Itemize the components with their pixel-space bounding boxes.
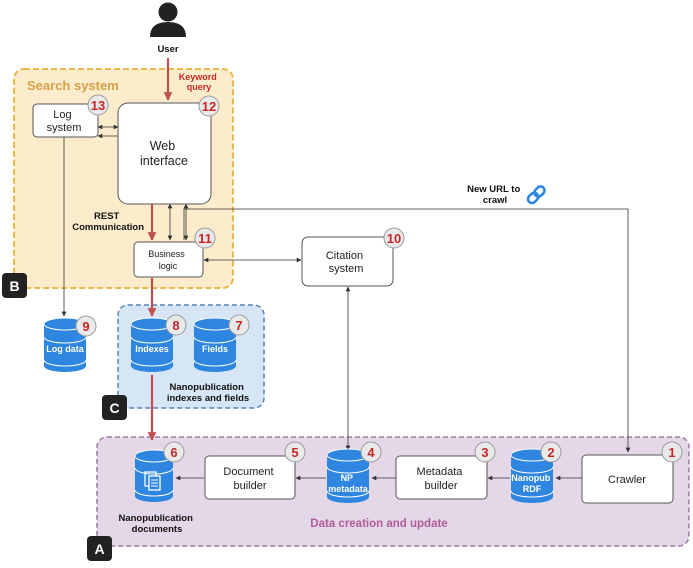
log-system-node: Log system [32, 103, 99, 138]
svg-text:Metadata builder: Metadata builder [417, 466, 466, 492]
crawler-node: Crawler [581, 454, 674, 504]
letter-tag-b: B [2, 273, 27, 298]
user-icon [150, 2, 186, 37]
badge-11: 11 [194, 227, 216, 249]
svg-text:Web interface: Web interface [140, 139, 188, 168]
np-indexes-caption: Nanopublication indexes and fields [167, 382, 249, 404]
web-interface-node: Web interface [117, 102, 212, 205]
badge-9: 9 [75, 315, 97, 337]
metadata-builder-node: Metadata builder [395, 455, 488, 500]
user-label: User [157, 44, 178, 55]
svg-text:Citation system: Citation system [326, 250, 366, 275]
letter-tag-c: C [102, 395, 127, 420]
badge-4: 4 [360, 441, 382, 463]
data-creation-title: Data creation and update [310, 518, 447, 530]
svg-text:1: 1 [668, 445, 675, 460]
svg-text:B: B [9, 278, 19, 294]
document-icon [144, 471, 161, 491]
link-chain-icon [526, 185, 546, 205]
badge-2: 2 [540, 441, 562, 463]
svg-text:Crawler: Crawler [608, 474, 646, 486]
svg-text:Business logic: Business logic [148, 248, 188, 271]
svg-text:7: 7 [235, 318, 242, 333]
svg-text:6: 6 [170, 445, 177, 460]
svg-text:4: 4 [367, 445, 375, 460]
badge-12: 12 [198, 95, 220, 117]
badge-1: 1 [661, 441, 683, 463]
svg-text:11: 11 [198, 231, 212, 246]
svg-text:Log data: Log data [46, 344, 84, 354]
search-system-title: Search system [27, 78, 119, 93]
svg-text:Fields: Fields [202, 344, 228, 354]
svg-text:9: 9 [82, 319, 89, 334]
svg-text:10: 10 [387, 231, 401, 246]
business-logic-node: Business logic [133, 241, 204, 278]
svg-text:12: 12 [202, 99, 216, 114]
citation-system-node: Citation system [301, 236, 394, 287]
svg-text:5: 5 [291, 445, 298, 460]
np-documents-database [134, 449, 174, 502]
svg-text:Indexes: Indexes [135, 344, 169, 354]
badge-7: 7 [228, 314, 250, 336]
svg-text:2: 2 [547, 445, 554, 460]
svg-text:Document builder: Document builder [223, 466, 276, 492]
svg-text:13: 13 [91, 98, 105, 113]
keyword-query-label: Keyword query [179, 72, 220, 92]
np-documents-caption: Nanopublication documents [118, 513, 195, 535]
badge-3: 3 [474, 441, 496, 463]
np-metadata-database: NP metadata [326, 448, 370, 503]
rest-communication-label: REST Communication [72, 211, 144, 233]
svg-text:C: C [109, 400, 119, 416]
indexes-database: Indexes [130, 317, 174, 372]
svg-text:NP metadata: NP metadata [328, 473, 369, 494]
new-url-label: New URL to crawl [467, 184, 523, 206]
badge-10: 10 [383, 227, 405, 249]
badge-13: 13 [87, 94, 109, 116]
letter-tag-a: A [87, 536, 112, 561]
badge-5: 5 [284, 441, 306, 463]
log-data-database: Log data [43, 317, 87, 372]
badge-8: 8 [165, 314, 187, 336]
svg-text:Log system: Log system [47, 109, 82, 134]
document-builder-node: Document builder [204, 455, 296, 500]
svg-text:8: 8 [172, 318, 179, 333]
fields-database: Fields [193, 317, 237, 372]
badge-6: 6 [163, 441, 185, 463]
svg-text:A: A [94, 541, 104, 557]
svg-text:3: 3 [481, 445, 488, 460]
svg-text:Nanopub RDF: Nanopub RDF [511, 473, 553, 494]
